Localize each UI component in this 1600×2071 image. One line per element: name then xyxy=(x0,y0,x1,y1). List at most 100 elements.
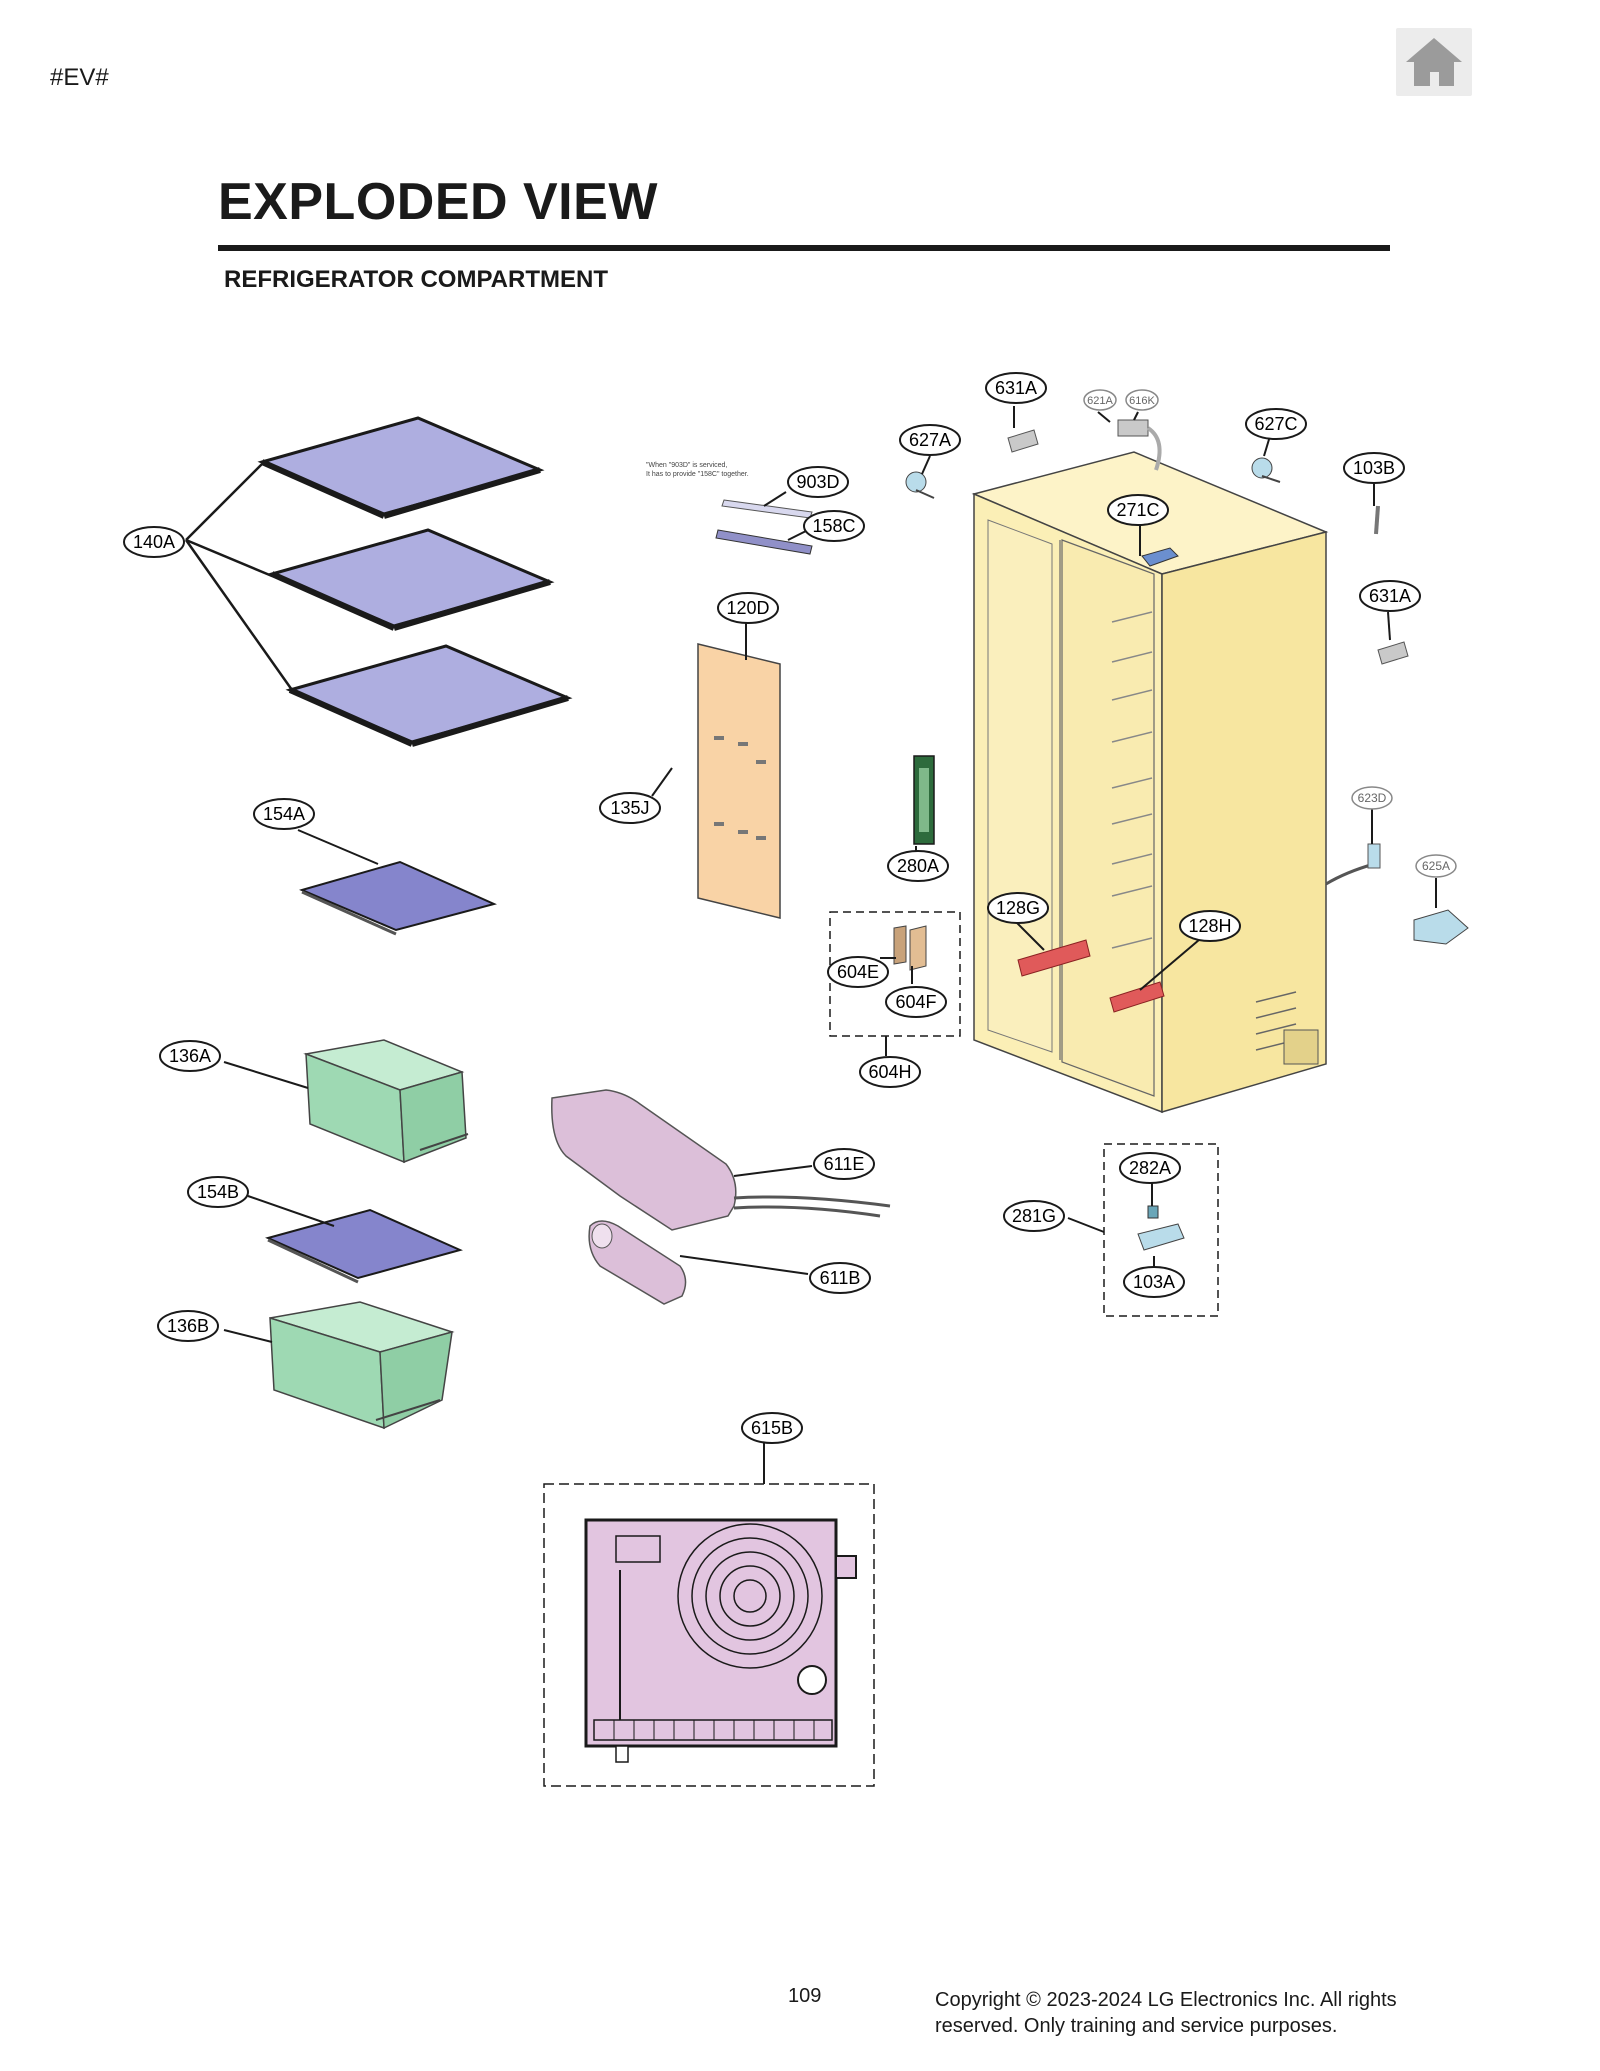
label-271C: 271C xyxy=(1107,494,1169,526)
leader-lines-140a xyxy=(184,463,294,691)
sensor-604f xyxy=(909,925,927,971)
bracket-631a-side xyxy=(1377,641,1409,665)
hinge-282a xyxy=(1147,1205,1159,1219)
svg-text:282A: 282A xyxy=(1129,1158,1171,1178)
svg-text:154A: 154A xyxy=(263,804,305,824)
group-box-281g xyxy=(1103,1143,1219,1317)
label-154A: 154A xyxy=(253,798,315,830)
svg-text:604H: 604H xyxy=(868,1062,911,1082)
page-number: 109 xyxy=(788,1985,822,2007)
hose-623d xyxy=(1367,843,1381,869)
svg-text:621A: 621A xyxy=(1087,395,1113,407)
label-158C: 158C xyxy=(803,510,865,542)
strip-903d xyxy=(721,499,813,519)
svg-text:128H: 128H xyxy=(1188,916,1231,936)
svg-text:280A: 280A xyxy=(897,856,939,876)
label-604H: 604H xyxy=(859,1056,921,1088)
label-627A: 627A xyxy=(899,424,961,456)
label-631A-top: 631A xyxy=(985,372,1047,404)
label-604E: 604E xyxy=(827,956,889,988)
label-135J: 135J xyxy=(599,792,661,824)
label-136A: 136A xyxy=(159,1040,221,1072)
svg-text:281G: 281G xyxy=(1012,1206,1056,1226)
svg-text:136B: 136B xyxy=(167,1316,209,1336)
bolt-103b xyxy=(1374,505,1380,535)
label-128H: 128H xyxy=(1179,910,1241,942)
dispenser-assembly xyxy=(584,1518,857,1763)
label-280A: 280A xyxy=(887,850,949,882)
title-rule xyxy=(218,245,1390,251)
hinge-103a xyxy=(1137,1223,1185,1251)
label-616K: 616K xyxy=(1125,389,1159,411)
label-103A: 103A xyxy=(1123,1266,1185,1298)
valve-625a xyxy=(1413,909,1469,945)
group-box-615b xyxy=(543,1483,875,1787)
label-615B: 615B xyxy=(741,1412,803,1444)
svg-text:158C: 158C xyxy=(812,516,855,536)
label-627C: 627C xyxy=(1245,408,1307,440)
svg-text:604F: 604F xyxy=(895,992,936,1012)
svg-text:627C: 627C xyxy=(1254,414,1297,434)
sensor-604e xyxy=(893,925,907,965)
valve-621a-616k xyxy=(1117,419,1162,471)
svg-text:631A: 631A xyxy=(995,378,1037,398)
control-board xyxy=(913,755,935,845)
hinge-271c xyxy=(1141,547,1179,567)
label-604F: 604F xyxy=(885,986,947,1018)
section-subtitle: REFRIGERATOR COMPARTMENT xyxy=(224,266,608,293)
label-154B: 154B xyxy=(187,1176,249,1208)
label-621A: 621A xyxy=(1083,389,1117,411)
svg-text:103B: 103B xyxy=(1353,458,1395,478)
clamp-627a xyxy=(905,471,935,499)
label-631A-side: 631A xyxy=(1359,580,1421,612)
label-128G: 128G xyxy=(987,892,1049,924)
filter-housing xyxy=(551,1089,891,1231)
svg-text:140A: 140A xyxy=(133,532,175,552)
crisper-drawer-lower xyxy=(269,1301,455,1430)
glass-shelf-middle xyxy=(267,528,555,631)
label-136B: 136B xyxy=(157,1310,219,1342)
service-note-line1: "When "903D" is serviced, xyxy=(646,462,727,469)
svg-text:271C: 271C xyxy=(1116,500,1159,520)
crisper-cover-upper xyxy=(299,860,497,936)
label-611E: 611E xyxy=(813,1148,875,1180)
svg-text:903D: 903D xyxy=(796,472,839,492)
svg-text:128G: 128G xyxy=(996,898,1040,918)
glass-shelf-top xyxy=(257,416,545,519)
home-button[interactable] xyxy=(1396,28,1472,96)
svg-text:615B: 615B xyxy=(751,1418,793,1438)
svg-text:604E: 604E xyxy=(837,962,879,982)
label-103B: 103B xyxy=(1343,452,1405,484)
label-120D: 120D xyxy=(717,592,779,624)
service-note-line2: It has to provide "158C" together. xyxy=(646,471,749,478)
label-623D: 623D xyxy=(1351,786,1393,810)
home-icon xyxy=(1406,38,1462,86)
document-tag: #EV# xyxy=(50,64,109,91)
svg-text:623D: 623D xyxy=(1358,791,1387,805)
crisper-drawer-upper xyxy=(303,1039,469,1164)
clamp-627c xyxy=(1251,457,1281,483)
label-625A: 625A xyxy=(1415,854,1457,878)
svg-text:120D: 120D xyxy=(726,598,769,618)
svg-text:611E: 611E xyxy=(824,1154,865,1174)
rear-panel xyxy=(697,643,781,919)
svg-text:136A: 136A xyxy=(169,1046,211,1066)
label-903D: 903D xyxy=(787,466,849,498)
strip-158c xyxy=(715,529,813,555)
label-281G: 281G xyxy=(1003,1200,1065,1232)
svg-text:625A: 625A xyxy=(1422,859,1450,873)
svg-text:135J: 135J xyxy=(610,798,649,818)
label-611B: 611B xyxy=(809,1262,871,1294)
label-140A: 140A xyxy=(123,526,185,558)
svg-text:631A: 631A xyxy=(1369,586,1411,606)
glass-shelf-bottom xyxy=(285,644,573,747)
crisper-cover-lower xyxy=(265,1208,463,1284)
label-282A: 282A xyxy=(1119,1152,1181,1184)
cover-128g xyxy=(1017,939,1091,977)
svg-text:103A: 103A xyxy=(1133,1272,1175,1292)
svg-text:627A: 627A xyxy=(909,430,951,450)
page-title: EXPLODED VIEW xyxy=(218,173,658,231)
bracket-631a-top xyxy=(1007,429,1039,453)
svg-text:611B: 611B xyxy=(820,1268,861,1288)
